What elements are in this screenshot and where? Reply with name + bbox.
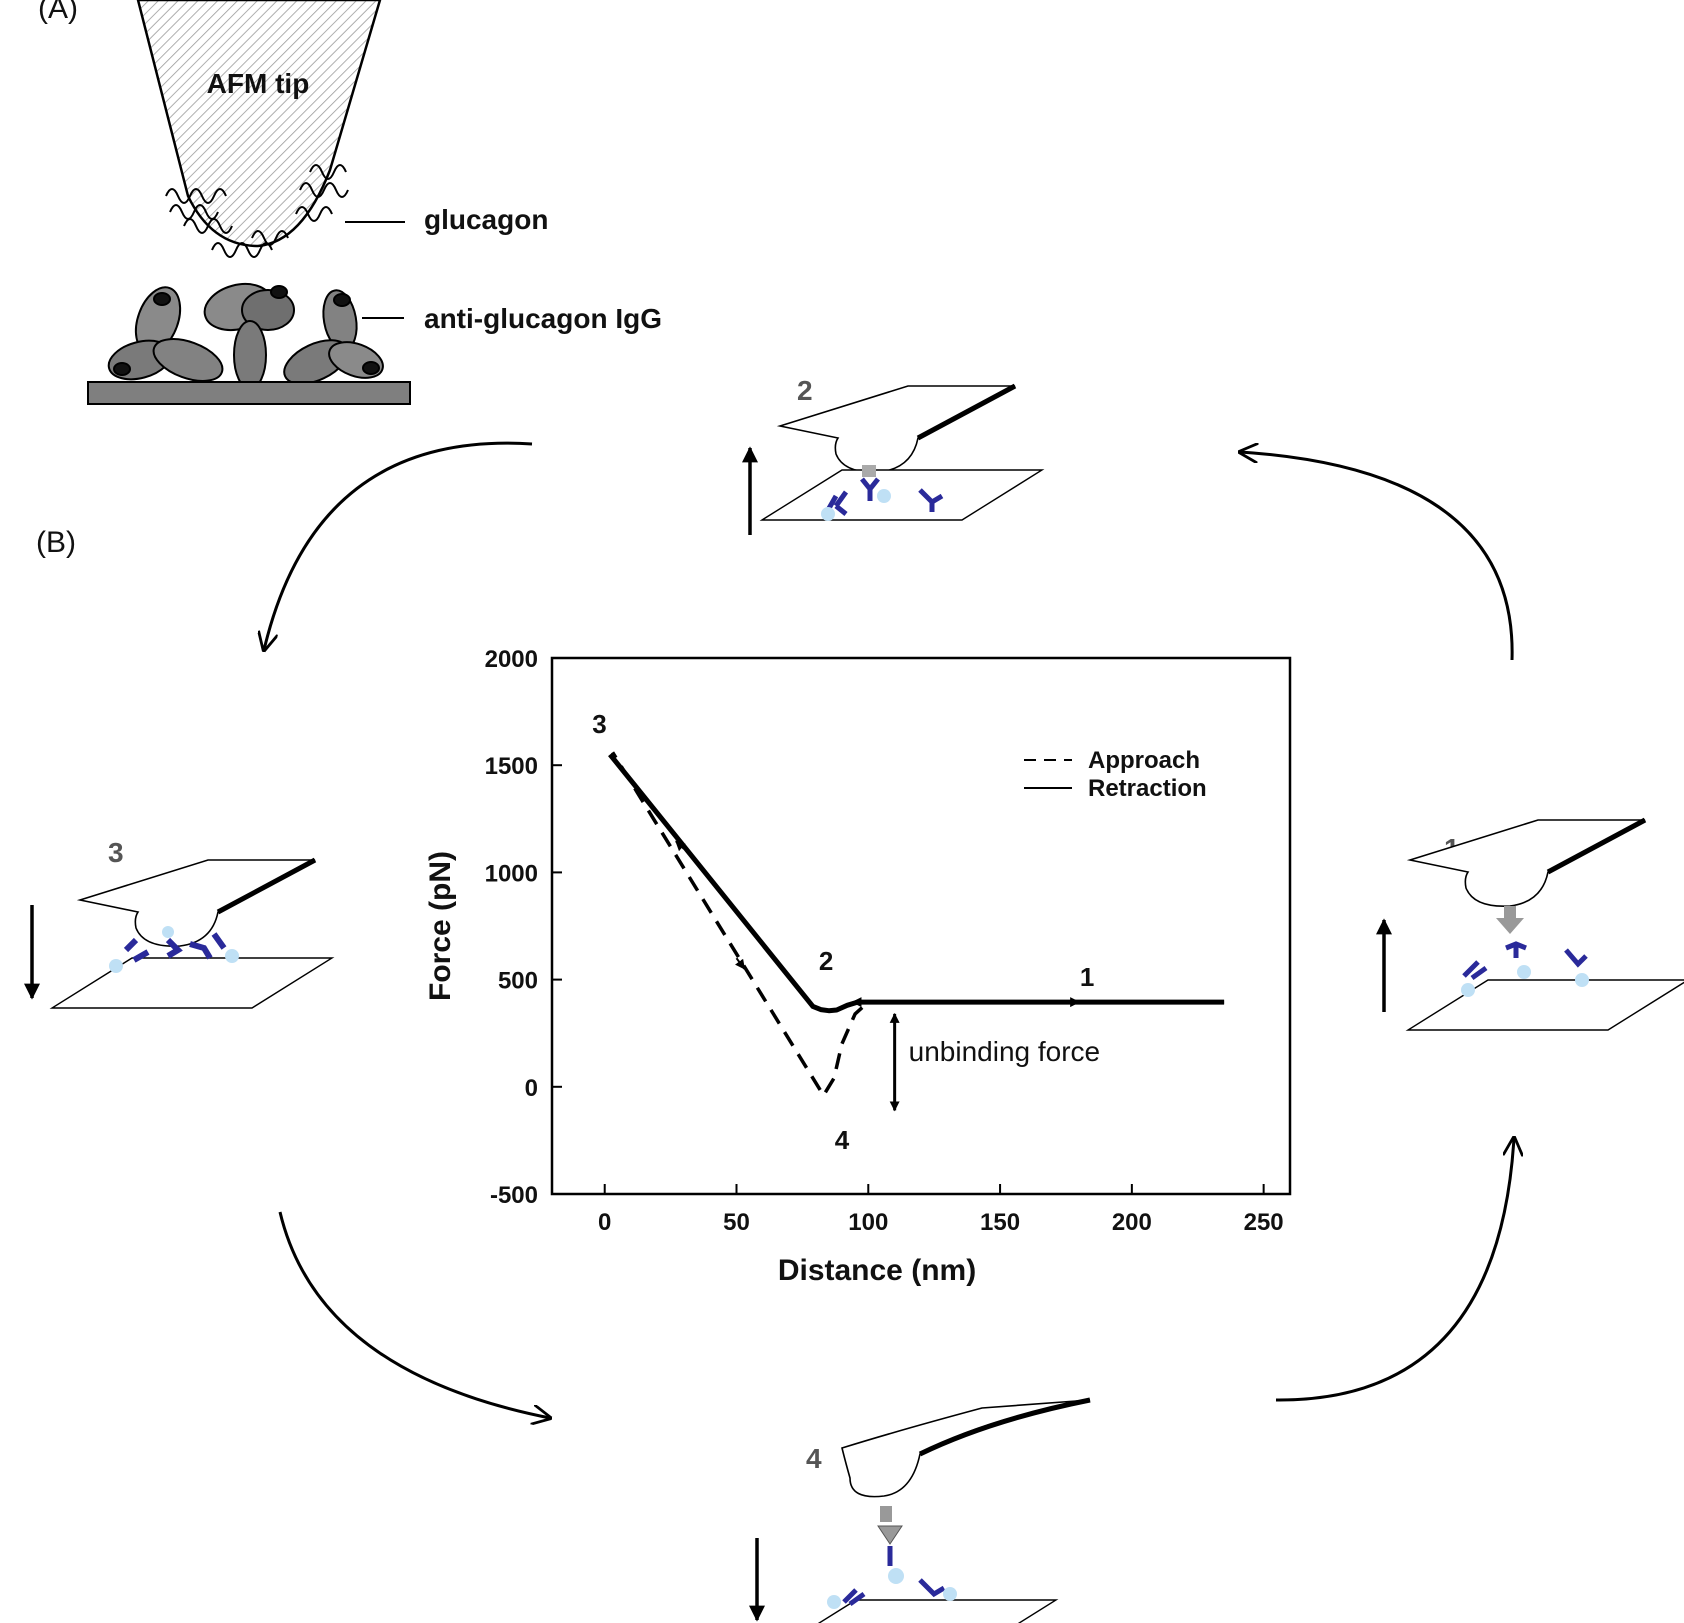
unbinding-force-label: unbinding force <box>909 1036 1100 1067</box>
point-label-4: 4 <box>835 1125 850 1155</box>
anti-glucagon-igg-molecules <box>107 282 384 390</box>
y-axis-ticks: -500 0 500 1000 1500 2000 <box>485 646 562 1209</box>
point-label-3: 3 <box>592 709 606 739</box>
retraction-direction-arrow <box>675 840 686 852</box>
substrate <box>87 381 411 405</box>
y-axis-title: Force (pN) <box>424 851 457 1001</box>
cycle-step-1-schematic: 1 <box>1376 820 1684 1031</box>
x-axis-title: Distance (nm) <box>778 1254 976 1287</box>
afm-tip-schematic: AFM tip <box>136 0 382 248</box>
x-tick-label: 0 <box>598 1209 611 1236</box>
point-label-1: 1 <box>1080 962 1094 992</box>
x-axis-ticks: 0 50 100 150 200 250 <box>598 1184 1284 1236</box>
step-4-label: 4 <box>806 1443 822 1474</box>
cycle-arrows <box>264 441 1514 1418</box>
glucagon-label: glucagon <box>424 204 548 235</box>
point-label-2: 2 <box>819 946 833 976</box>
x-tick-label: 150 <box>980 1209 1020 1236</box>
y-tick-label: 1000 <box>485 860 538 887</box>
legend: Approach Retraction <box>1024 747 1207 802</box>
cycle-step-4-schematic: 4 <box>749 1397 1091 1623</box>
y-tick-label: 2000 <box>485 646 538 673</box>
y-tick-label: 500 <box>498 968 538 995</box>
cycle-step-3-schematic: 3 <box>24 837 333 1009</box>
legend-retraction-label: Retraction <box>1088 775 1207 802</box>
y-tick-label: -500 <box>490 1182 538 1209</box>
marks-layer: 1 2 3 4 unbinding force <box>592 709 1100 1155</box>
cycle-step-2-schematic: 2 <box>742 375 1043 535</box>
approach-direction-arrow <box>735 957 746 970</box>
x-tick-label: 250 <box>1244 1209 1284 1236</box>
legend-approach-label: Approach <box>1088 747 1200 774</box>
step-3-label: 3 <box>108 837 124 868</box>
anti-glucagon-igg-label: anti-glucagon IgG <box>424 303 662 334</box>
cycle-arrow-1-to-2 <box>1240 452 1514 661</box>
afm-tip-label: AFM tip <box>207 68 310 99</box>
cycle-arrow-2-to-3 <box>264 441 533 650</box>
cycle-arrow-3-to-4 <box>278 1211 550 1418</box>
x-tick-label: 100 <box>848 1209 888 1236</box>
x-tick-label: 200 <box>1112 1209 1152 1236</box>
y-tick-label: 0 <box>525 1075 538 1102</box>
cycle-arrow-4-to-1 <box>1275 1138 1514 1402</box>
panel-a-label: (A) <box>38 0 78 25</box>
step-2-label: 2 <box>797 375 813 406</box>
y-tick-label: 1500 <box>485 753 538 780</box>
plot-frame <box>550 656 1292 1196</box>
glucagon-coils <box>165 164 349 258</box>
x-tick-label: 50 <box>723 1209 750 1236</box>
force-distance-chart: 0 50 100 150 200 250 -500 0 500 1000 1500 2000 1 2 3… <box>424 646 1292 1287</box>
panel-b-label: (B) <box>36 526 76 559</box>
